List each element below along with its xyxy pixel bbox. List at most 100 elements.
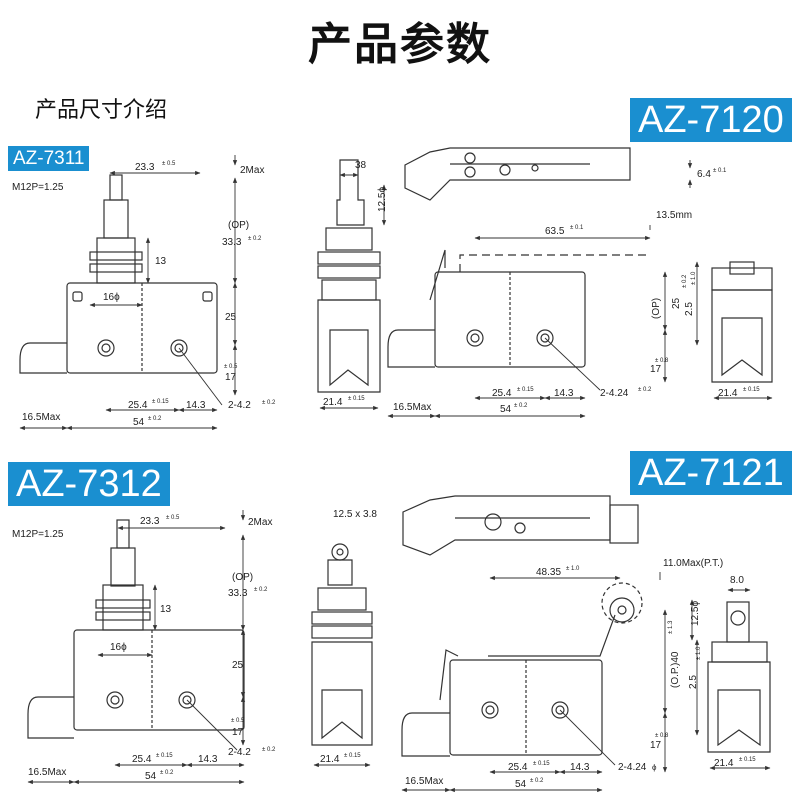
dimension-labels: M12P=1.25 23.3 ± 0.5 2Max (OP) 33.3 ± 0.… (12, 160, 760, 790)
az7120-top-view (404, 147, 631, 201)
az7120-op: 25 (671, 297, 682, 309)
az7120-side-214-tol: ± 0.15 (743, 387, 760, 393)
az7121-w25-tol: ± 0.15 (533, 761, 550, 767)
az7120-d135: 13.5mm (656, 210, 692, 221)
az7312-side-214-tol: ± 0.15 (344, 753, 361, 759)
az7311-w25: 25.4 (128, 400, 148, 411)
az7311-thread: M12P=1.25 (12, 182, 64, 193)
section-title: 产品尺寸介绍 (35, 98, 168, 123)
az7312-op: 33.3 (228, 588, 248, 599)
az7120-h17-tol: ± 0.8 (655, 358, 669, 364)
az7121-hole: 2-4.24 (618, 762, 647, 773)
az7311-side-214: 21.4 (323, 397, 343, 408)
az7121-d48-tol: ± 1.0 (566, 566, 580, 572)
az7311-w14: 14.3 (186, 400, 206, 411)
az7312-w14: 14.3 (198, 754, 218, 765)
az7121-top-view (402, 495, 639, 556)
az7120-w14: 14.3 (554, 388, 574, 399)
az7312-top-width: 23.3 (140, 516, 160, 527)
az7312-w54: 54 (145, 771, 157, 782)
az7311-op: 33.3 (222, 237, 242, 248)
az7121-side-view (707, 601, 771, 753)
az7121-d48: 48.35 (536, 567, 561, 578)
az7121-d11: 11.0Max(P.T.) (663, 558, 723, 569)
az7312-w54-tol: ± 0.2 (160, 770, 174, 776)
az7120-w54-tol: ± 0.2 (514, 403, 528, 409)
az7311-travel: 2Max (240, 165, 264, 176)
az7312-h17-tol: ± 0.5 (231, 718, 245, 724)
az7312-dia16: 16ϕ (110, 642, 127, 653)
az7120-front-view (387, 249, 650, 368)
az7121-h17-tol: ± 0.8 (655, 733, 669, 739)
az7311-side-view (317, 159, 381, 393)
az7121-w25: 25.4 (508, 762, 528, 773)
az7311-top-width-tol: ± 0.5 (162, 161, 176, 167)
az7120-hole-tol: ± 0.2 (638, 387, 652, 393)
az7121-w54-tol: ± 0.2 (530, 778, 544, 784)
model-badge-az7312: AZ-7312 (8, 462, 170, 506)
az7120-max16: 16.5Max (393, 402, 431, 413)
az7121-side-214-tol: ± 0.15 (739, 757, 756, 763)
az7120-h17: 17 (650, 364, 662, 375)
az7120-d64: 6.4 (697, 169, 711, 180)
az7311-hole: 2-4.2 (228, 400, 251, 411)
az7121-w14: 14.3 (570, 762, 590, 773)
az7312-side-roller: 12.5 x 3.8 (333, 509, 377, 520)
page-title: 产品参数 (308, 19, 492, 70)
az7120-d64-tol: ± 0.1 (713, 168, 727, 174)
az7120-side-214: 21.4 (718, 388, 738, 399)
az7311-h17-tol: ± 0.5 (224, 364, 238, 370)
az7312-hole-tol: ± 0.2 (262, 747, 276, 753)
az7312-h25: 25 (232, 660, 244, 671)
az7121-h17: 17 (650, 740, 662, 751)
az7311-op-tol: ± 0.2 (248, 236, 262, 242)
az7311-op-label: (OP) (228, 220, 249, 231)
az7121-d80: 8.0 (730, 575, 744, 586)
az7312-h17: 17 (232, 727, 244, 738)
az7311-max16: 16.5Max (22, 412, 60, 423)
az7121-op-tol: ± 1.3 (668, 620, 674, 634)
az7120-d635: 63.5 (545, 226, 565, 237)
az7120-op-label: (OP) (651, 298, 662, 319)
az7120-hole: 2-4.24 (600, 388, 629, 399)
az7312-w25-tol: ± 0.15 (156, 753, 173, 759)
az7312-op-label: (OP) (232, 572, 253, 583)
az7311-side-38: 38 (355, 160, 367, 171)
az7312-top-width-tol: ± 0.5 (166, 515, 180, 521)
az7121-d25: 2.5 (688, 675, 699, 689)
az7312-thread: M12P=1.25 (12, 529, 64, 540)
az7120-op-tol: ± 0.2 (682, 274, 688, 288)
az7311-side-214-tol: ± 0.15 (348, 396, 365, 402)
az7311-w25-tol: ± 0.15 (152, 399, 169, 405)
az7120-w54: 54 (500, 404, 512, 415)
az7121-op: (O.P.)40 (670, 651, 681, 688)
az7311-w54: 54 (133, 417, 145, 428)
az7311-hole-tol: ± 0.2 (262, 400, 276, 406)
az7121-d25-tol: ± 1.0 (696, 646, 702, 660)
az7312-h13: 13 (160, 604, 172, 615)
az7312-op-tol: ± 0.2 (254, 587, 268, 593)
az7312-w25: 25.4 (132, 754, 152, 765)
az7311-h13: 13 (155, 256, 167, 267)
az7121-d125: 12.5ϕ (690, 601, 701, 626)
az7312-front-view (27, 519, 245, 739)
az7120-w25-tol: ± 0.15 (517, 387, 534, 393)
az7311-side-125: 12.5ϕ (377, 187, 388, 212)
az7121-front-view (401, 582, 643, 757)
az7312-side-214: 21.4 (320, 754, 340, 765)
az7120-side-view (711, 261, 773, 383)
az7311-w54-tol: ± 0.2 (148, 416, 162, 422)
az7312-side-view (311, 543, 373, 746)
az7121-w54: 54 (515, 779, 527, 790)
az7312-travel: 2Max (248, 517, 272, 528)
az7312-hole: 2-4.2 (228, 747, 251, 758)
model-badge-az7120: AZ-7120 (630, 98, 792, 142)
az7311-front-view (19, 174, 218, 374)
az7120-d635-tol: ± 0.1 (570, 225, 584, 231)
az7311-h25: 25 (225, 312, 237, 323)
az7312-max16: 16.5Max (28, 767, 66, 778)
az7120-w25: 25.4 (492, 388, 512, 399)
model-badge-az7311: AZ-7311 (8, 146, 90, 171)
az7120-d25: 2.5 (684, 302, 695, 316)
